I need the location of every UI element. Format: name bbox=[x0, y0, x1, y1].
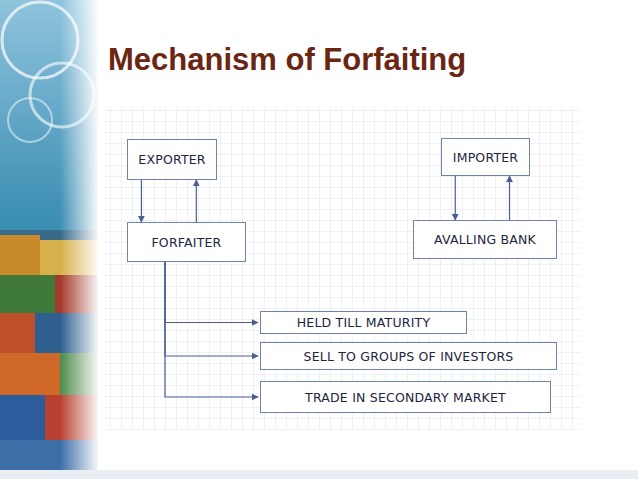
process-box: AVALLING BANK bbox=[413, 220, 557, 259]
process-box: HELD TILL MATURITY bbox=[260, 311, 467, 334]
box-label: IMPORTER bbox=[453, 150, 518, 165]
grid-paper bbox=[105, 108, 581, 430]
footer-band bbox=[0, 470, 638, 479]
flow-arrow bbox=[196, 180, 197, 222]
box-label: TRADE IN SECONDARY MARKET bbox=[305, 390, 506, 405]
process-box: EXPORTER bbox=[127, 139, 217, 180]
box-label: SELL TO GROUPS OF INVESTORS bbox=[304, 349, 514, 364]
slide-title: Mechanism of Forfaiting bbox=[108, 42, 466, 78]
box-label: AVALLING BANK bbox=[434, 232, 536, 247]
flow-arrow bbox=[509, 176, 510, 220]
box-label: EXPORTER bbox=[138, 152, 205, 167]
box-label: FORFAITER bbox=[151, 235, 221, 250]
box-label: HELD TILL MATURITY bbox=[297, 315, 430, 330]
flow-arrow bbox=[165, 262, 258, 323]
process-box: IMPORTER bbox=[441, 138, 530, 176]
flow-arrow bbox=[141, 180, 142, 222]
process-box: SELL TO GROUPS OF INVESTORS bbox=[260, 342, 557, 370]
flow-arrow bbox=[165, 262, 258, 356]
flow-arrow bbox=[455, 176, 456, 220]
side-photo bbox=[0, 0, 100, 479]
process-box: FORFAITER bbox=[127, 222, 246, 262]
process-box: TRADE IN SECONDARY MARKET bbox=[260, 381, 551, 413]
flow-arrow bbox=[165, 262, 258, 397]
